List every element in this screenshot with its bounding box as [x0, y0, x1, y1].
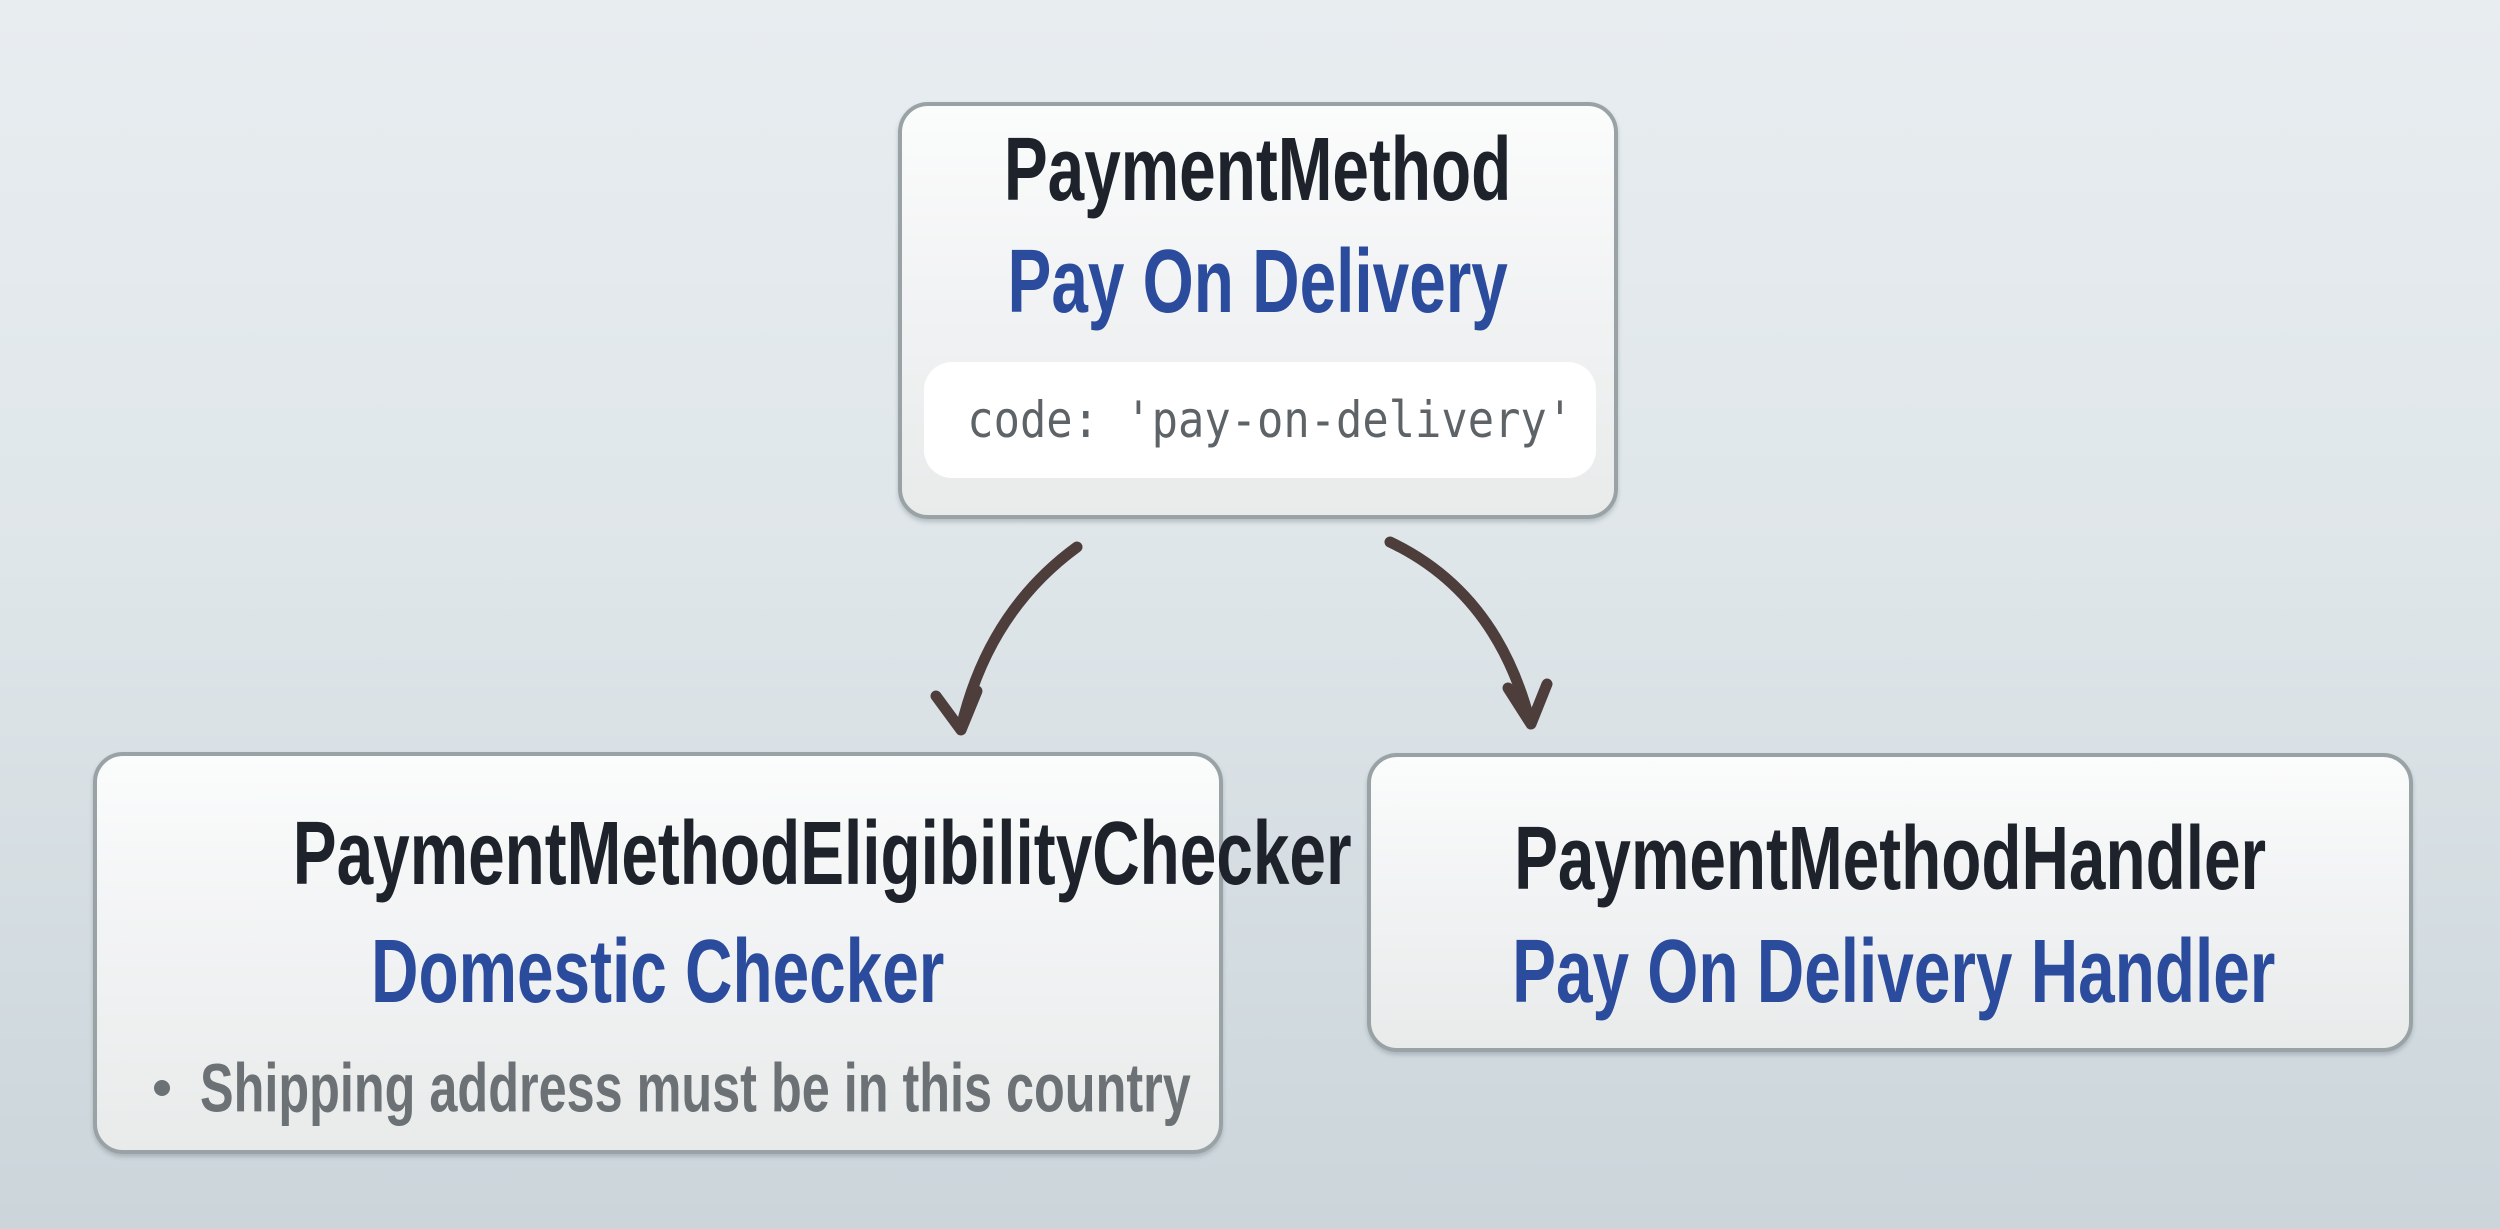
payment-method-code-pill: code: 'pay-on-delivery' [924, 362, 1596, 478]
payment-method-title: PaymentMethod [1004, 120, 1512, 220]
node-handler: PaymentMethodHandler Pay On Delivery Han… [1367, 753, 2413, 1052]
handler-title: PaymentMethodHandler [1513, 809, 2267, 909]
eligibility-checker-title: PaymentMethodEligibilityChecker [292, 804, 1352, 904]
node-payment-method: PaymentMethod Pay On Delivery code: 'pay… [898, 102, 1618, 519]
node-eligibility-checker: PaymentMethodEligibilityChecker Domestic… [93, 752, 1352, 1154]
eligibility-rule-item: Shipping address must be in this country [200, 1049, 1191, 1127]
payment-method-code: code: 'pay-on-delivery' [967, 391, 1574, 449]
handler-label: Pay On Delivery Handler [1512, 922, 2276, 1022]
arrow-to-handler [1384, 536, 1553, 730]
eligibility-checker-label: Domestic Checker [371, 922, 945, 1022]
bullet-icon [154, 1080, 170, 1096]
payment-method-label: Pay On Delivery [1007, 232, 1509, 332]
arrow-to-eligibility-checker [930, 541, 1083, 736]
